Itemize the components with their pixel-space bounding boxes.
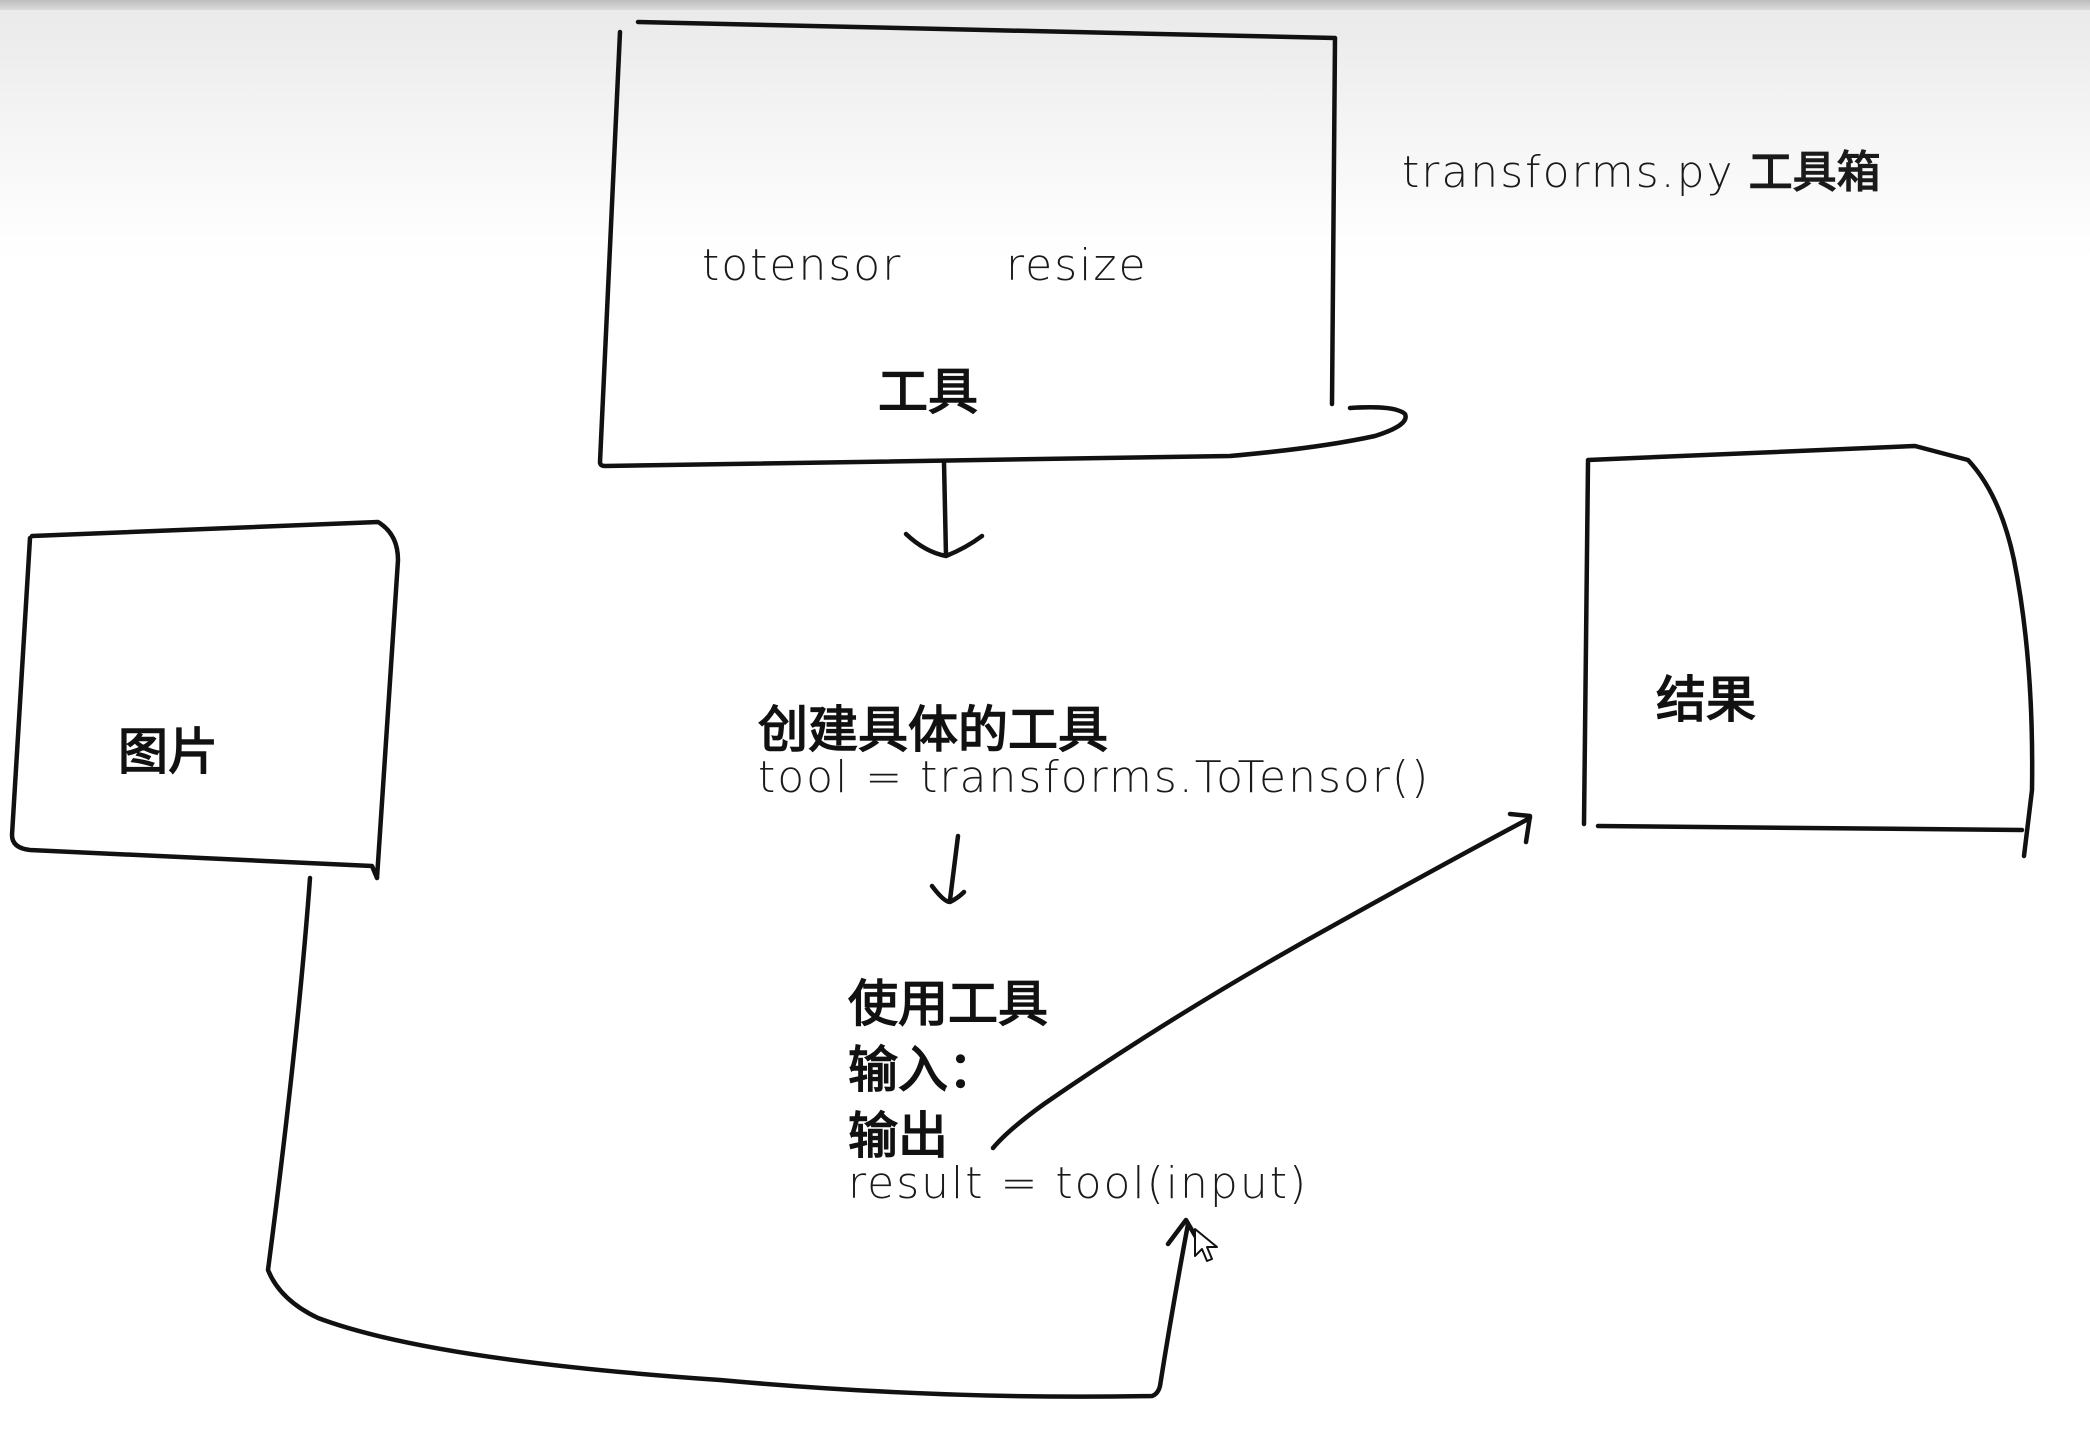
create-step-heading: 创建具体的工具 [758, 701, 1108, 759]
window-top-edge [0, 0, 2090, 10]
image-box-label: 图片 [118, 723, 218, 781]
output-to-result-arrow [990, 811, 1533, 1151]
create-down-arrow [929, 833, 967, 905]
toolbox-down-arrow [903, 459, 985, 559]
toolbox-frame [597, 19, 1408, 469]
use-step-heading: 使用工具 [848, 975, 1048, 1033]
toolbox-title-code: transforms.py [1402, 147, 1735, 198]
toolbox-box-label: 工具 [878, 363, 978, 421]
mouse-pointer-icon [1194, 1228, 1218, 1262]
use-step-code: result = tool(input) [848, 1158, 1309, 1209]
result-box-frame [1581, 443, 2035, 859]
create-step-code: tool = transforms.ToTensor() [758, 752, 1431, 803]
toolbox-title: transforms.py 工具箱 [1402, 136, 1881, 200]
image-to-input-path [265, 875, 1203, 1399]
use-step-output-label: 输出 [848, 1107, 948, 1165]
tool-totensor-label: totensor [702, 240, 903, 291]
tool-resize-label: resize [1006, 240, 1148, 291]
image-box-frame [9, 519, 401, 881]
result-box-label: 结果 [1656, 671, 1756, 729]
toolbox-title-label: 工具箱 [1748, 147, 1881, 198]
use-step-input-label: 输入： [848, 1041, 998, 1099]
